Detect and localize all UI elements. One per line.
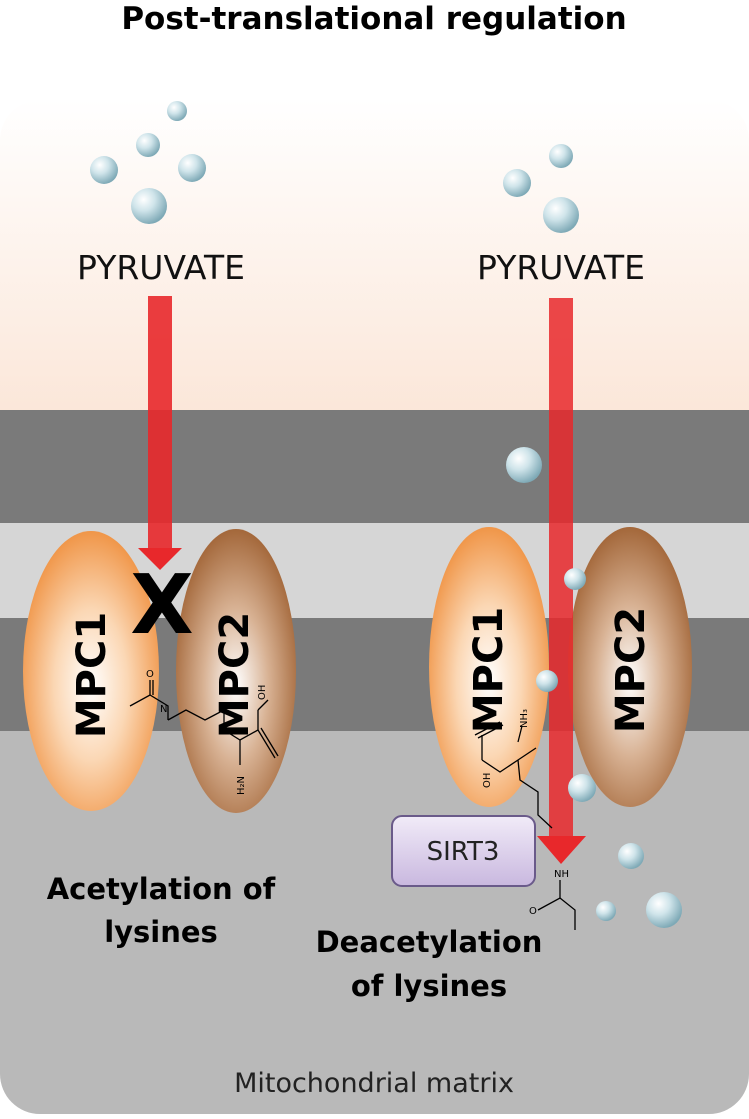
- pyruvate-arrow-head-right: [537, 836, 586, 864]
- pyruvate-molecule: [136, 133, 160, 157]
- sirt3-enzyme-box: [391, 815, 536, 887]
- left-panel: PYRUVATE MPC1 MPC2 X O N OH H₂N Acetylat…: [23, 101, 296, 949]
- diagram-title: Post-translational regulation: [121, 1, 626, 37]
- intermembrane-space: [0, 100, 749, 420]
- pyruvate-label-left: PYRUVATE: [77, 248, 245, 287]
- chem-label: O: [529, 906, 537, 917]
- transport-blocked-x: X: [130, 558, 193, 653]
- mpc1-protein-left: [23, 531, 159, 811]
- mpc1-label-right: MPC1: [466, 607, 512, 733]
- chem-label: NH: [554, 869, 569, 880]
- pyruvate-molecule: [646, 892, 682, 928]
- acetylation-caption-line1: Acetylation of: [47, 872, 276, 906]
- pyruvate-molecule: [564, 568, 586, 590]
- pyruvate-arrow-head-left: [138, 548, 182, 570]
- pyruvate-molecule: [167, 101, 187, 121]
- right-panel: PYRUVATE MPC1 MPC2 OH NH₃ SIRT3: [316, 144, 692, 1003]
- mpc2-label-right: MPC2: [608, 607, 654, 733]
- chem-label: NH₃: [519, 709, 530, 728]
- sirt3-label: SIRT3: [427, 837, 500, 867]
- mpc2-protein-right: [568, 527, 692, 807]
- mpc1-label-left: MPC1: [69, 612, 115, 738]
- pyruvate-molecule: [549, 144, 573, 168]
- pyruvate-molecule: [618, 843, 644, 869]
- pyruvate-molecule: [506, 447, 542, 483]
- pyruvate-arrow-shaft-left: [148, 296, 172, 548]
- chem-label: OH: [257, 685, 268, 700]
- pyruvate-molecule: [178, 154, 206, 182]
- pyruvate-molecule: [536, 670, 558, 692]
- acetylation-caption-line2: lysines: [104, 915, 218, 949]
- deacetylation-caption-line1: Deacetylation: [316, 925, 543, 959]
- pyruvate-molecule: [543, 197, 579, 233]
- chem-label: O: [146, 669, 154, 680]
- outer-membrane-leaflet: [0, 410, 749, 523]
- pyruvate-molecule: [131, 188, 167, 224]
- pyruvate-label-right: PYRUVATE: [477, 248, 645, 287]
- chem-label: N: [160, 704, 167, 715]
- pyruvate-molecule: [90, 156, 118, 184]
- pyruvate-molecule: [596, 901, 616, 921]
- pyruvate-molecule: [503, 169, 531, 197]
- released-acetyl-group: NH O: [529, 869, 576, 930]
- chem-label: OH: [482, 773, 493, 788]
- deacetylation-caption-line2: of lysines: [351, 969, 507, 1003]
- mpc2-label-left: MPC2: [212, 612, 258, 738]
- pyruvate-arrow-shaft-right: [549, 298, 573, 836]
- mitochondrial-matrix-label: Mitochondrial matrix: [234, 1068, 514, 1099]
- acetyl-lysine-structure: O N OH H₂N: [129, 669, 279, 795]
- lysine-structure: OH NH₃: [474, 709, 553, 829]
- pyruvate-molecule: [568, 774, 596, 802]
- chem-label: H₂N: [236, 776, 247, 795]
